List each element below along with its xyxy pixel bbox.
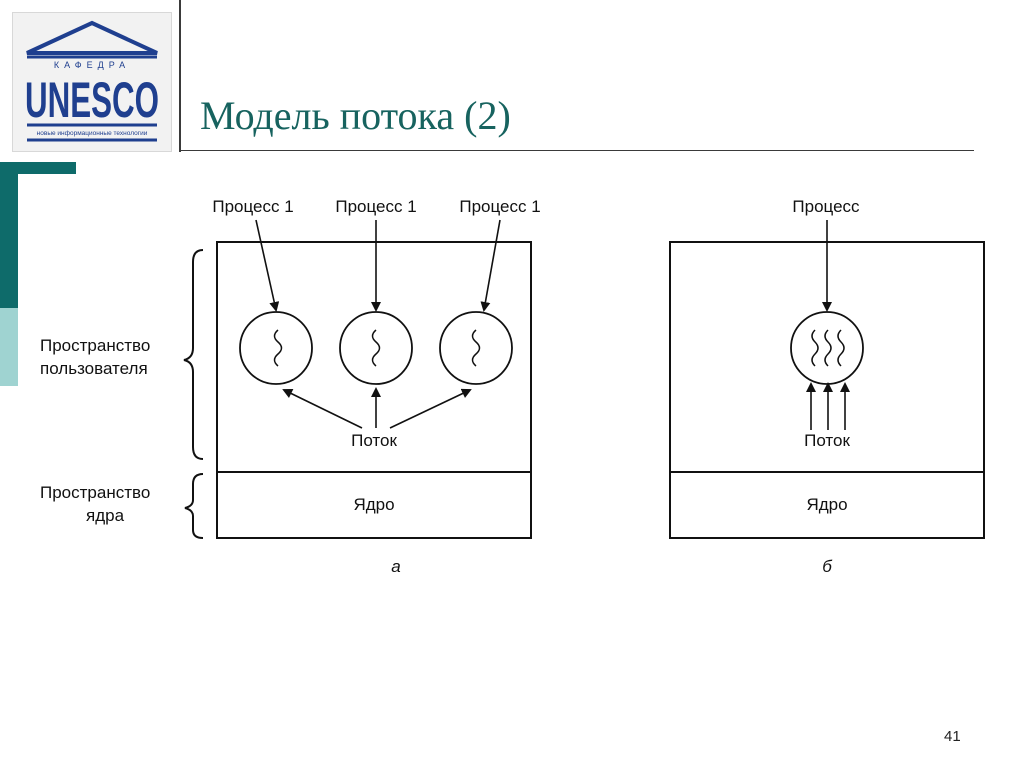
user-space-brace — [183, 249, 204, 460]
panel-a-process-circle-3 — [439, 311, 513, 385]
kernel-space-label-line1: Пространство — [40, 483, 150, 502]
accent-bar-dark — [0, 162, 18, 308]
unesco-logo: КАФЕДРА UNESCO новые информационные техн… — [12, 12, 172, 152]
slide-title: Модель потока (2) — [200, 93, 511, 138]
panel-a: Ядро Процесс 1 Процесс 1 Процесс 1 Поток… — [212, 197, 540, 576]
panel-a-thread-squiggle-2 — [371, 329, 381, 367]
panel-a-caption: а — [391, 557, 400, 576]
panel-b-process-label: Процесс — [792, 197, 860, 216]
panel-a-process-arrow-3 — [480, 219, 501, 312]
accent-bar-top — [18, 162, 76, 174]
logo-tagline: новые информационные технологии — [37, 130, 148, 137]
panel-a-process-label-1: Процесс 1 — [212, 197, 293, 216]
panel-a-process-label-2: Процесс 1 — [335, 197, 416, 216]
panel-b-thread-squiggle-3 — [837, 329, 845, 367]
panel-a-process-circle-1 — [239, 311, 313, 385]
page-number: 41 — [944, 728, 961, 745]
panel-b: Ядро Процесс Поток б — [669, 197, 985, 576]
user-space-label-line1: Пространство — [40, 336, 150, 355]
panel-b-caption: б — [822, 557, 833, 576]
panel-b-thread-squiggle-2 — [824, 329, 832, 367]
panel-a-thread-label: Поток — [351, 431, 397, 450]
panel-a-thread-arrow-right — [389, 388, 472, 429]
header-horizontal-rule — [181, 150, 974, 151]
panel-a-kernel-label: Ядро — [353, 495, 394, 514]
logo-name: UNESCO — [25, 72, 159, 128]
kernel-space-label-line2: ядра — [86, 506, 125, 525]
accent-bar-light — [0, 308, 18, 386]
panel-a-thread-arrow-left — [282, 389, 363, 429]
logo-pediment — [26, 20, 158, 55]
panel-a-thread-squiggle-3 — [471, 329, 481, 367]
kernel-space-brace — [184, 473, 204, 539]
user-space-label-line2: пользователя — [40, 359, 148, 378]
panel-b-thread-label: Поток — [804, 431, 850, 450]
logo-graphic: КАФЕДРА UNESCO новые информационные техн… — [25, 20, 159, 142]
logo-top-text: КАФЕДРА — [54, 60, 130, 70]
panel-b-thread-squiggle-1 — [811, 329, 819, 367]
panel-b-process-circle — [790, 311, 864, 385]
panel-a-box — [216, 241, 532, 539]
panel-a-process-label-3: Процесс 1 — [459, 197, 540, 216]
panel-a-process-circle-2 — [339, 311, 413, 385]
panel-a-process-arrow-1 — [255, 219, 280, 312]
panel-a-thread-squiggle-1 — [273, 329, 283, 367]
header-vertical-rule — [179, 0, 181, 152]
panel-b-kernel-label: Ядро — [806, 495, 847, 514]
